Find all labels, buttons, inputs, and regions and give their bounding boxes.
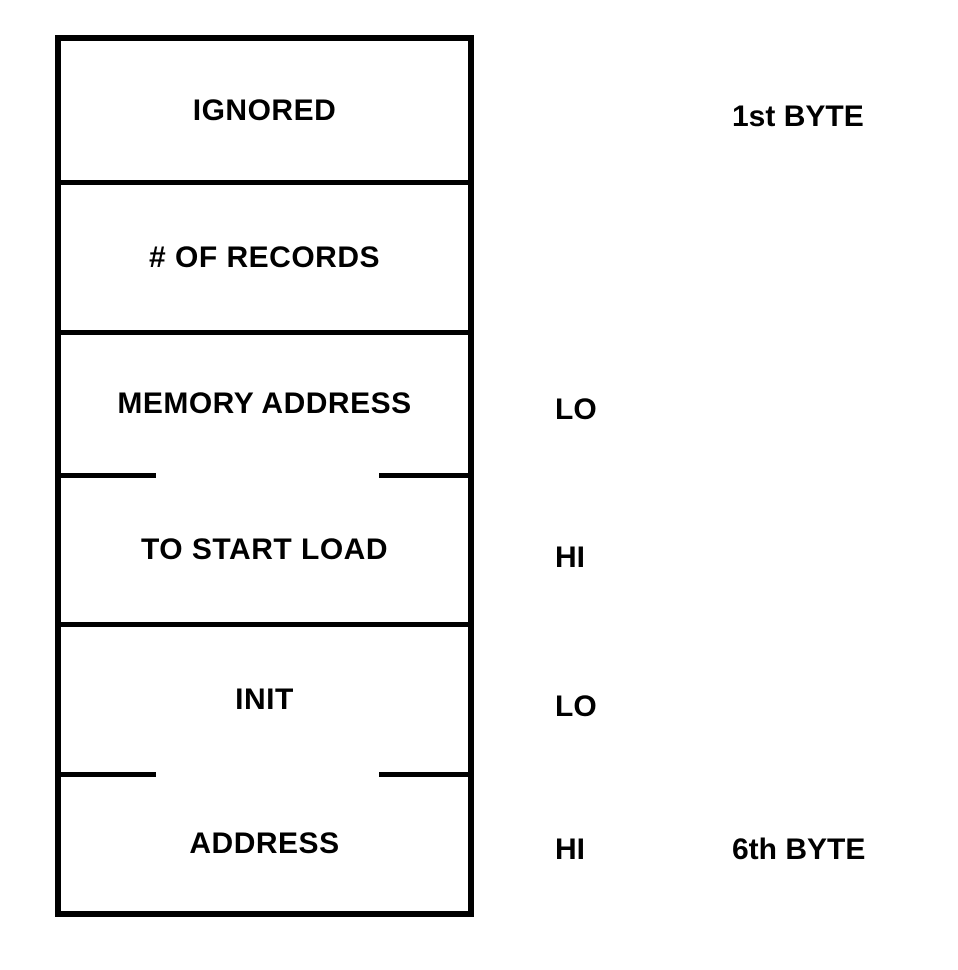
divider-stub-right bbox=[379, 473, 468, 478]
byte-cell-5-label: INIT bbox=[235, 682, 294, 716]
byte-cell-4: TO START LOAD bbox=[61, 478, 468, 622]
order-note-memory-address-lo: LO bbox=[555, 393, 597, 426]
byte-cell-6: ADDRESS bbox=[61, 777, 468, 911]
divider-stub-left bbox=[61, 772, 156, 777]
byte-note-sixth: 6th BYTE bbox=[732, 833, 866, 866]
divider-stub-left bbox=[61, 473, 156, 478]
divider-after-cell-1 bbox=[61, 180, 468, 185]
divider-after-cell-2 bbox=[61, 330, 468, 335]
order-note-to-start-load-hi: HI bbox=[555, 541, 585, 574]
byte-layout-box: IGNORED # OF RECORDS MEMORY ADDRESS TO S… bbox=[55, 35, 474, 917]
byte-cell-3-label: MEMORY ADDRESS bbox=[117, 387, 412, 420]
byte-cell-4-label: TO START LOAD bbox=[140, 533, 389, 566]
divider-after-cell-3-broken bbox=[61, 473, 468, 478]
byte-note-first: 1st BYTE bbox=[732, 100, 864, 133]
byte-cell-3: MEMORY ADDRESS bbox=[61, 335, 468, 473]
order-note-address-hi: HI bbox=[555, 833, 585, 866]
byte-cell-2: # OF RECORDS bbox=[61, 185, 468, 330]
order-note-init-lo: LO bbox=[555, 690, 597, 723]
divider-after-cell-4 bbox=[61, 622, 468, 627]
byte-cell-1-label: IGNORED bbox=[192, 93, 337, 127]
byte-cell-2-label: # OF RECORDS bbox=[148, 240, 381, 274]
byte-cell-1: IGNORED bbox=[61, 41, 468, 180]
divider-stub-right bbox=[379, 772, 468, 777]
byte-cell-6-label: ADDRESS bbox=[189, 827, 340, 860]
byte-cell-5: INIT bbox=[61, 627, 468, 772]
divider-after-cell-5-broken bbox=[61, 772, 468, 777]
